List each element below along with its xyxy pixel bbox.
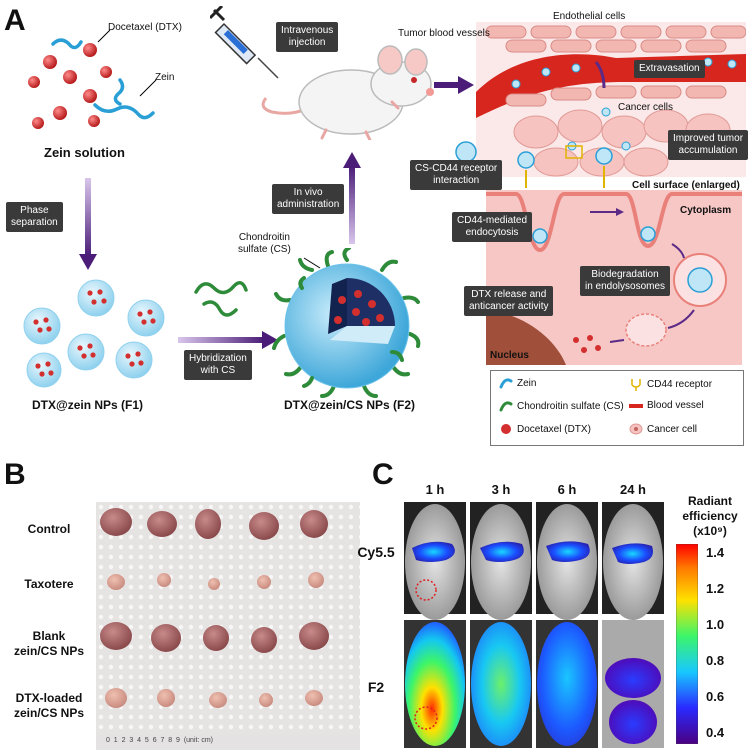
phase-separation-label: Phase separation (6, 202, 63, 232)
panel-c-letter: C (372, 458, 394, 491)
legend-label: CD44 receptor (647, 378, 713, 390)
panel-b-letter: B (4, 458, 26, 491)
colorbar-tick: 1.0 (706, 617, 725, 632)
extravasation-label: Extravasation (634, 60, 705, 78)
improved-tumor-label: Improved tumor accumulation (668, 130, 749, 160)
cancer-cell-icon (629, 423, 643, 435)
time-label-24h: 24 h (619, 482, 646, 497)
chondroitin-icon (499, 401, 513, 412)
chondroitin-sulfate-strand (194, 281, 248, 317)
zein-icon (499, 378, 513, 389)
row-label-blank-nps: Blank zein/CS NPs (13, 629, 85, 658)
cell-surface-label: Cell surface (enlarged) (632, 180, 740, 191)
f1-nanoparticles (23, 279, 165, 388)
hybridization-arrow (178, 331, 278, 349)
mouse-to-tumor-arrow (434, 76, 474, 94)
biodegradation-label: Biodegradation in endolysosomes (580, 266, 671, 296)
colorbar (676, 544, 698, 744)
colorbar-title: Radiant efficiency (x10⁹) (682, 494, 738, 538)
cancer-cells-label: Cancer cells (618, 102, 674, 113)
legend-label: Chondroitin sulfate (CS) (517, 400, 624, 412)
legend-label: Zein (517, 377, 537, 389)
ruler-text: 0 1 2 3 4 5 6 7 8 9 (unit: cm) (106, 737, 213, 744)
dtx-release-label: DTX release and anticancer activity (464, 286, 554, 316)
time-label-6h: 6 h (557, 482, 577, 497)
row-label-f2: F2 (367, 679, 385, 695)
legend-item-chondroitin: Chondroitin sulfate (CS) (499, 400, 624, 412)
nucleus-label: Nucleus (490, 350, 529, 361)
docetaxel-pointer (97, 29, 111, 43)
legend-item-zein: Zein (499, 377, 536, 389)
cd44-receptor-icon (631, 379, 641, 391)
row-label-cy55: Cy5.5 (357, 544, 395, 560)
f1-label: DTX@zein NPs (F1) (32, 398, 144, 412)
phase-separation-arrow (79, 178, 97, 270)
chondroitin-pointer (303, 257, 321, 269)
legend-label: Blood vessel (647, 400, 704, 411)
row-label-taxotere: Taxotere (24, 577, 74, 591)
intravenous-injection-label: Intravenous injection (276, 22, 339, 52)
colorbar-tick: 0.6 (706, 689, 725, 704)
zein-pointer (139, 79, 157, 97)
mouse-illustration (261, 45, 434, 140)
row-label-control: Control (27, 522, 71, 536)
zein-solution-illustration (28, 38, 155, 129)
legend-item-cd44: CD44 receptor (629, 377, 712, 391)
legend-item-cancer-cell: Cancer cell (629, 423, 697, 435)
chondroitin-label: Chondroitin sulfate (CS) (238, 232, 291, 255)
zein-label: Zein (155, 72, 175, 83)
docetaxel-icon (501, 424, 511, 434)
cytoplasm-label: Cytoplasm (680, 205, 732, 216)
time-label-3h: 3 h (491, 482, 511, 497)
legend-label: Docetaxel (DTX) (517, 423, 591, 435)
time-label-1h: 1 h (425, 482, 445, 497)
docetaxel-label: Docetaxel (DTX) (108, 22, 182, 33)
colorbar-tick: 0.8 (706, 653, 725, 668)
syringe-icon (210, 6, 279, 79)
f2-label: DTX@zein/CS NPs (F2) (284, 398, 416, 412)
endothelial-cells-label: Endothelial cells (553, 11, 626, 22)
in-vivo-label: In vivo administration (272, 184, 345, 214)
zein-solution-title: Zein solution (44, 145, 125, 160)
legend-item-docetaxel: Docetaxel (DTX) (499, 423, 591, 435)
legend-item-blood-vessel: Blood vessel (629, 400, 704, 411)
row-label-dtx-nps: DTX-loaded zein/CS NPs (13, 691, 85, 720)
colorbar-tick: 1.2 (706, 581, 725, 596)
blood-vessel-icon (629, 403, 643, 408)
imaging-grid (404, 502, 664, 748)
f2-nanoparticle (272, 248, 421, 398)
cs-cd44-label: CS-CD44 receptor interaction (410, 160, 503, 190)
colorbar-tick: 1.4 (706, 545, 725, 560)
legend: Zein CD44 receptor Chondroitin sulfate (… (490, 370, 744, 446)
hybridization-label: Hybridization with CS (184, 350, 252, 380)
legend-label: Cancer cell (647, 423, 698, 435)
panel-a-letter: A (4, 4, 26, 37)
tumor-blood-vessels-label: Tumor blood vessels (398, 28, 490, 39)
in-vivo-arrow (343, 152, 361, 244)
cs-cd44-nanoparticles (455, 141, 613, 188)
tumor-photo (96, 502, 360, 750)
colorbar-tick: 0.4 (706, 725, 725, 740)
cd44-endocytosis-label: CD44-mediated endocytosis (452, 212, 533, 242)
